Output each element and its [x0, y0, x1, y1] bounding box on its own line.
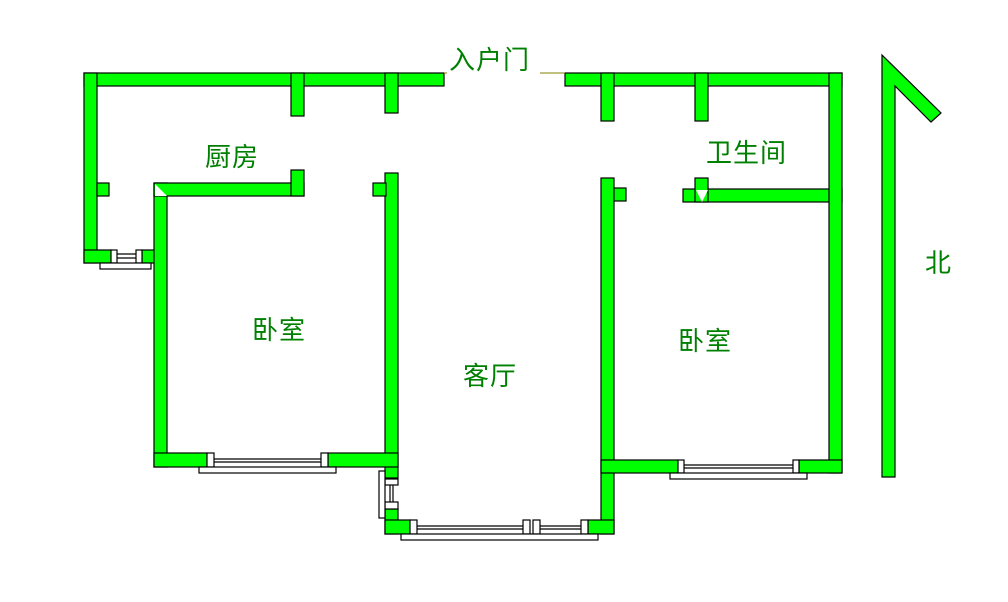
wall-living-east-stub: [613, 187, 627, 202]
wall-bedroom-west-bottom-right: [327, 452, 399, 468]
wall-bedroom-east-bottom-right: [798, 459, 843, 474]
wall-stub-left: [96, 182, 110, 197]
wall-east-outer: [828, 72, 843, 474]
wall-stub-top-1: [290, 72, 305, 117]
wall-bedroom-west-bottom-left: [153, 452, 208, 468]
room-label-living-room: 客厅: [463, 362, 518, 392]
entrance-label: 入户门: [449, 46, 531, 76]
wall-living-west-stub: [372, 182, 387, 197]
wall-stub-top-3: [600, 72, 615, 122]
wall-kitchen-bottom-right: [141, 249, 156, 264]
wall-living-bottom-left-2: [384, 519, 411, 535]
room-label-bedroom-west: 卧室: [252, 316, 307, 346]
wall-left-outer: [83, 72, 98, 264]
wall-stub-top-2: [384, 72, 399, 114]
windows: [99, 249, 808, 541]
wall-kitchen-bottom-left: [83, 249, 112, 264]
wall-bedroom-east-bottom-left: [600, 459, 679, 474]
wall-stub-top-4: [694, 72, 709, 122]
wall-kitchen-bedroom: [153, 182, 305, 197]
walls: [83, 72, 843, 535]
wall-bedroom-west-left: [153, 182, 168, 468]
north-arrow-icon: [881, 53, 942, 478]
wall-kitchen-stub: [290, 169, 305, 197]
wall-living-west: [384, 172, 399, 479]
room-label-kitchen: 厨房: [205, 143, 260, 173]
compass-label-north: 北: [925, 249, 953, 279]
room-label-bedroom-east: 卧室: [678, 327, 733, 357]
room-label-bathroom: 卫生间: [706, 139, 788, 169]
wall-living-bottom-right: [587, 519, 615, 535]
wall-living-east: [600, 177, 615, 535]
